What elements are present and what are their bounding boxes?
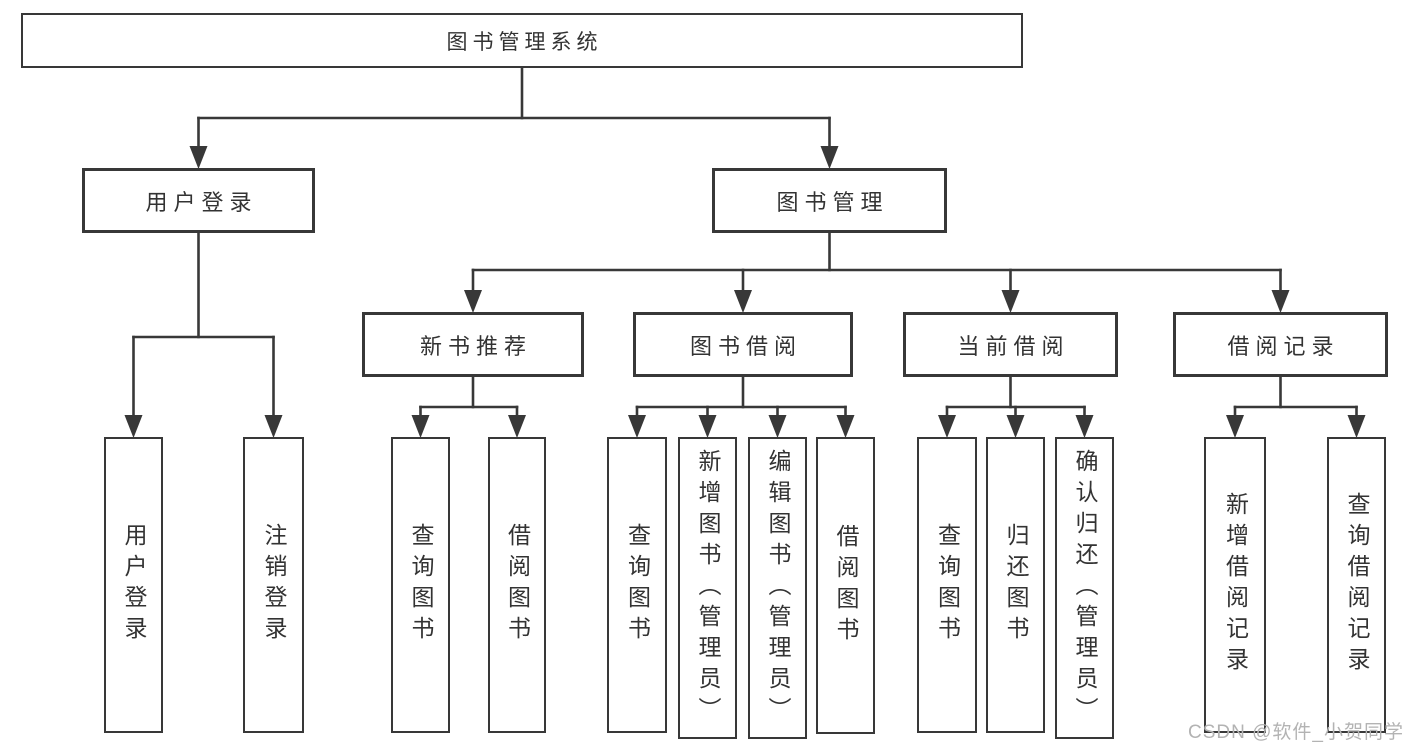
node-book-management: 图书管理 bbox=[712, 168, 947, 233]
node-library-system: 图书管理系统 bbox=[21, 13, 1023, 68]
node-label: 查询借阅记录 bbox=[1344, 492, 1370, 678]
leaf-return-book: 归还图书 bbox=[986, 437, 1045, 733]
leaf-user-login: 用户登录 bbox=[104, 437, 163, 733]
leaf-edit-book-admin: 编辑图书（管理员） bbox=[748, 437, 807, 739]
node-borrow-records: 借阅记录 bbox=[1173, 312, 1388, 377]
node-label: 用户登录 bbox=[145, 189, 258, 215]
node-label: 查询图书 bbox=[624, 523, 651, 647]
leaf-add-borrow-record: 新增借阅记录 bbox=[1204, 437, 1266, 733]
csdn-watermark: CSDN @软件_小贺同学 bbox=[1188, 722, 1404, 743]
node-label: 归还图书 bbox=[1003, 523, 1029, 647]
leaf-search-book-recommend: 查询图书 bbox=[391, 437, 450, 733]
leaf-logout-login: 注销登录 bbox=[243, 437, 304, 733]
node-label: 新增借阅记录 bbox=[1222, 492, 1249, 678]
node-label: 用户登录 bbox=[121, 523, 147, 647]
node-book-borrowing: 图书借阅 bbox=[633, 312, 853, 377]
leaf-borrow-book-recommend: 借阅图书 bbox=[488, 437, 546, 733]
leaf-confirm-return-admin: 确认归还（管理员） bbox=[1055, 437, 1114, 739]
node-label: 新增图书（管理员） bbox=[695, 448, 721, 728]
node-new-book-recommend: 新书推荐 bbox=[362, 312, 584, 377]
leaf-borrow-book-borrowing: 借阅图书 bbox=[816, 437, 875, 734]
node-label: 借阅记录 bbox=[1227, 333, 1340, 359]
leaf-search-book-borrowing: 查询图书 bbox=[607, 437, 667, 733]
node-user-login: 用户登录 bbox=[82, 168, 315, 233]
node-label: 查询图书 bbox=[408, 523, 434, 647]
leaf-add-book-admin: 新增图书（管理员） bbox=[678, 437, 737, 739]
node-label: 查询图书 bbox=[934, 523, 961, 647]
leaf-search-borrow-record: 查询借阅记录 bbox=[1327, 437, 1386, 733]
node-label: 图书管理系统 bbox=[446, 30, 603, 54]
node-label: 当前借阅 bbox=[957, 333, 1070, 359]
node-current-borrowing: 当前借阅 bbox=[903, 312, 1118, 377]
node-label: 编辑图书（管理员） bbox=[765, 448, 791, 728]
node-label: 图书管理 bbox=[776, 189, 889, 215]
node-label: 注销登录 bbox=[261, 523, 287, 647]
node-label: 确认归还（管理员） bbox=[1072, 448, 1098, 728]
node-label: 借阅图书 bbox=[504, 523, 531, 647]
node-label: 借阅图书 bbox=[833, 523, 859, 648]
node-label: 图书借阅 bbox=[689, 333, 802, 359]
node-label: 新书推荐 bbox=[419, 333, 532, 359]
leaf-search-book-current: 查询图书 bbox=[917, 437, 977, 733]
